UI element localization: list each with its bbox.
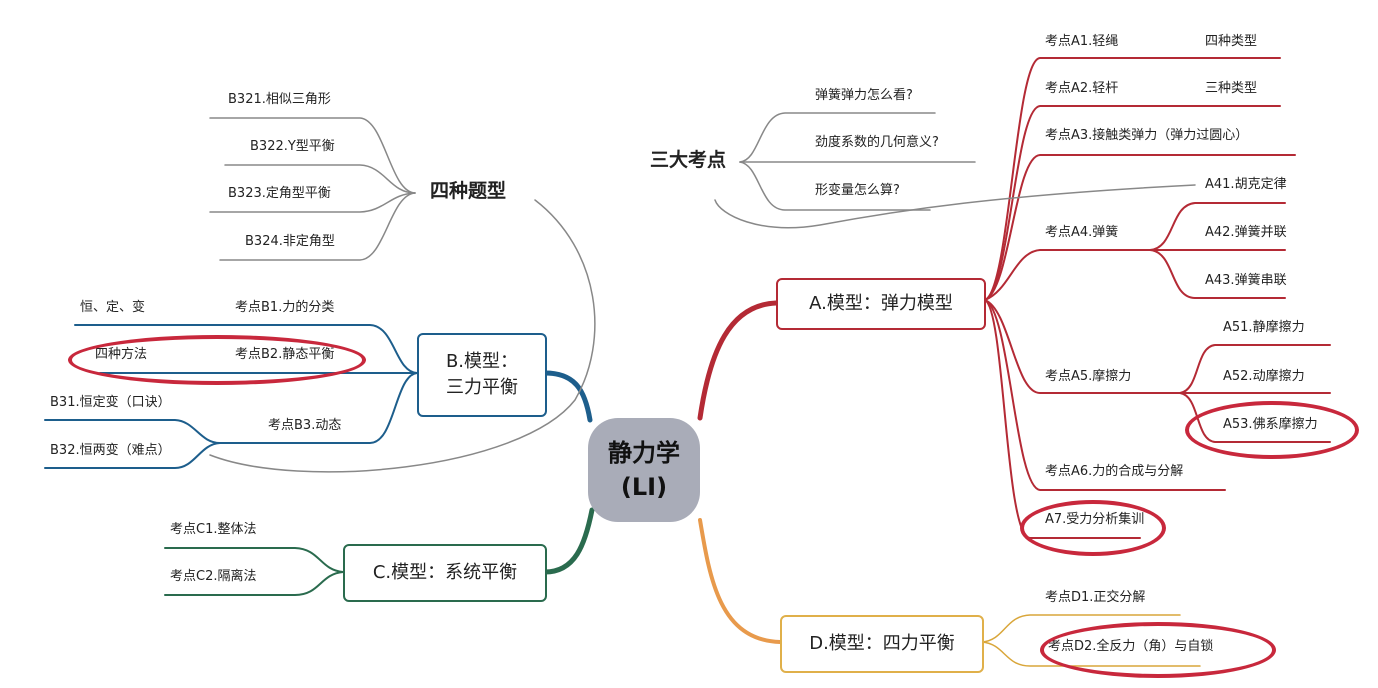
branch-a-label: A.模型：弹力模型 bbox=[809, 293, 953, 314]
central-subtitle: (LI) bbox=[620, 473, 668, 501]
topic-b322[interactable]: B322.Y型平衡 bbox=[250, 139, 335, 154]
branch-c-label: C.模型：系统平衡 bbox=[372, 562, 518, 583]
branch-b-label-2: 三力平衡 bbox=[446, 377, 518, 398]
branch-b-node[interactable]: B.模型： 三力平衡 bbox=[417, 333, 547, 417]
branch-c-node[interactable]: C.模型：系统平衡 bbox=[343, 544, 547, 602]
topic-b31[interactable]: B31.恒定变（口诀） bbox=[50, 395, 171, 410]
topic-c2[interactable]: 考点C2.隔离法 bbox=[170, 569, 257, 584]
topic-a1[interactable]: 考点A1.轻绳 bbox=[1045, 34, 1119, 49]
topic-d1[interactable]: 考点D1.正交分解 bbox=[1045, 590, 1146, 605]
highlight-ellipse-b2 bbox=[68, 335, 366, 385]
branch-a-node[interactable]: A.模型：弹力模型 bbox=[776, 278, 986, 330]
branch-d-node[interactable]: D.模型：四力平衡 bbox=[780, 615, 984, 673]
question-3[interactable]: 形变量怎么算? bbox=[815, 183, 900, 198]
question-1[interactable]: 弹簧弹力怎么看? bbox=[815, 88, 913, 103]
highlight-ellipse-a53 bbox=[1185, 401, 1359, 459]
topic-a1-note[interactable]: 四种类型 bbox=[1205, 34, 1258, 49]
branch-b-label-1: B.模型： bbox=[445, 351, 519, 372]
topic-c1[interactable]: 考点C1.整体法 bbox=[170, 522, 257, 537]
highlight-ellipse-a7 bbox=[1020, 500, 1166, 556]
four-types-title[interactable]: 四种题型 bbox=[430, 180, 507, 202]
topic-a6[interactable]: 考点A6.力的合成与分解 bbox=[1045, 464, 1184, 479]
topic-a41[interactable]: A41.胡克定律 bbox=[1205, 177, 1287, 192]
topic-b1-note[interactable]: 恒、定、变 bbox=[80, 300, 146, 315]
topic-a2[interactable]: 考点A2.轻杆 bbox=[1045, 81, 1119, 96]
topic-a43[interactable]: A43.弹簧串联 bbox=[1205, 273, 1287, 288]
highlight-ellipse-d2 bbox=[1040, 622, 1276, 678]
topic-b324[interactable]: B324.非定角型 bbox=[245, 234, 335, 249]
three-points-title[interactable]: 三大考点 bbox=[650, 149, 727, 171]
topic-b1[interactable]: 考点B1.力的分类 bbox=[235, 300, 335, 315]
topic-a51[interactable]: A51.静摩擦力 bbox=[1223, 320, 1305, 335]
central-topic[interactable]: 静力学 (LI) bbox=[588, 418, 700, 522]
question-2[interactable]: 劲度系数的几何意义? bbox=[815, 135, 939, 150]
topic-a5[interactable]: 考点A5.摩擦力 bbox=[1045, 369, 1132, 384]
topic-a42[interactable]: A42.弹簧并联 bbox=[1205, 225, 1287, 240]
topic-b321[interactable]: B321.相似三角形 bbox=[228, 92, 331, 107]
topic-a2-note[interactable]: 三种类型 bbox=[1205, 81, 1258, 96]
branch-d-label: D.模型：四力平衡 bbox=[809, 633, 955, 654]
topic-a3[interactable]: 考点A3.接触类弹力（弹力过圆心） bbox=[1045, 128, 1249, 143]
topic-a52[interactable]: A52.动摩擦力 bbox=[1223, 369, 1305, 384]
central-title: 静力学 bbox=[608, 439, 680, 467]
topic-b32[interactable]: B32.恒两变（难点） bbox=[50, 443, 171, 458]
topic-b323[interactable]: B323.定角型平衡 bbox=[228, 186, 331, 201]
topic-a4[interactable]: 考点A4.弹簧 bbox=[1045, 225, 1119, 240]
topic-b3[interactable]: 考点B3.动态 bbox=[268, 418, 342, 433]
